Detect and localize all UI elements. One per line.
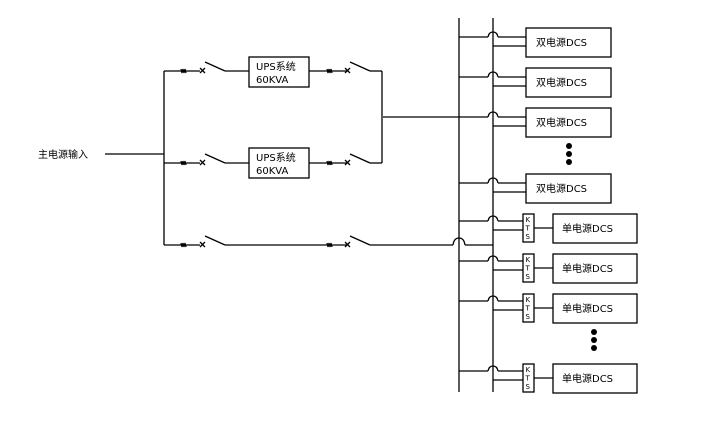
crossover-hop-icon bbox=[487, 111, 499, 118]
single-power-load: KTS 单电源DCS bbox=[459, 213, 638, 244]
crossover-hop-icon bbox=[487, 255, 499, 262]
dual-power-dcs-label: 双电源DCS bbox=[536, 36, 587, 49]
switch-blade-icon bbox=[204, 153, 226, 164]
breaker-contact-icon bbox=[344, 241, 351, 248]
crossover-hop-icon bbox=[487, 365, 499, 372]
fuse-icon bbox=[180, 242, 187, 248]
single-power-dcs-label: 单电源DCS bbox=[562, 302, 613, 315]
kts-letter: S bbox=[526, 273, 531, 281]
kts-letter: T bbox=[525, 265, 531, 273]
kts-letter: S bbox=[526, 313, 531, 321]
dual-power-load: 双电源DCS bbox=[459, 67, 612, 98]
fuse-icon bbox=[180, 160, 187, 166]
single-power-dcs-label: 单电源DCS bbox=[562, 222, 613, 235]
ups-label-line2: 60KVA bbox=[256, 75, 288, 86]
fuse-icon bbox=[326, 242, 333, 248]
switch-blade-icon bbox=[349, 61, 371, 72]
main-input-label: 主电源输入 bbox=[38, 148, 88, 161]
fuse-icon bbox=[326, 160, 333, 166]
dual-power-dcs-box bbox=[525, 173, 612, 204]
ellipsis-dot bbox=[591, 337, 597, 343]
breaker-contact-icon bbox=[199, 67, 206, 74]
kts-transfer-switch: KTS bbox=[522, 253, 535, 283]
kts-transfer-switch: KTS bbox=[522, 363, 535, 393]
load-group: 双电源DCS双电源DCS双电源DCS双电源DCSKTS单电源DCSKTS单电源D… bbox=[459, 27, 638, 394]
crossover-hop-icon bbox=[487, 31, 499, 38]
dual-power-load: 双电源DCS bbox=[459, 173, 612, 204]
kts-transfer-switch: KTS bbox=[522, 213, 535, 243]
single-power-load: KTS 单电源DCS bbox=[459, 253, 638, 284]
ups-branch-1: UPS系统 60KVA bbox=[164, 56, 382, 88]
kts-letter: T bbox=[525, 225, 531, 233]
single-power-dcs-box bbox=[552, 253, 638, 284]
ellipsis-dots bbox=[566, 143, 572, 165]
kts-transfer-switch: KTS bbox=[522, 293, 535, 323]
bypass-branch bbox=[164, 235, 493, 248]
ellipsis-dot bbox=[566, 151, 572, 157]
kts-letter: S bbox=[526, 383, 531, 391]
dual-power-load: 双电源DCS bbox=[459, 107, 612, 138]
fuse-icon bbox=[180, 68, 187, 74]
dual-power-dcs-box bbox=[525, 67, 612, 98]
ups-box-1 bbox=[248, 56, 310, 88]
kts-letter: K bbox=[526, 296, 531, 304]
ups-label-line1: UPS系统 bbox=[256, 151, 296, 164]
single-power-load: KTS 单电源DCS bbox=[459, 363, 638, 394]
ellipsis-dot bbox=[566, 143, 572, 149]
dual-power-dcs-box bbox=[525, 27, 612, 58]
single-power-dcs-box bbox=[552, 213, 638, 244]
single-power-dcs-label: 单电源DCS bbox=[562, 262, 613, 275]
single-power-load: KTS 单电源DCS bbox=[459, 293, 638, 324]
dual-power-dcs-label: 双电源DCS bbox=[536, 182, 587, 195]
breaker-contact-icon bbox=[199, 159, 206, 166]
dual-power-load: 双电源DCS bbox=[459, 27, 612, 58]
breaker-contact-icon bbox=[344, 67, 351, 74]
kts-letter: K bbox=[526, 216, 531, 224]
crossover-hop-icon bbox=[487, 295, 499, 302]
ups-label-line2: 60KVA bbox=[256, 166, 288, 177]
ellipsis-dot bbox=[591, 329, 597, 335]
switch-blade-icon bbox=[349, 235, 371, 246]
single-power-dcs-box bbox=[552, 293, 638, 324]
ellipsis-dot bbox=[591, 345, 597, 351]
kts-letter: K bbox=[526, 366, 531, 374]
crossover-hop-icon bbox=[487, 215, 499, 222]
switch-blade-icon bbox=[349, 153, 371, 164]
dual-power-dcs-label: 双电源DCS bbox=[536, 76, 587, 89]
dual-power-dcs-box bbox=[525, 107, 612, 138]
dual-power-dcs-label: 双电源DCS bbox=[536, 116, 587, 129]
single-power-dcs-box bbox=[552, 363, 638, 394]
kts-letter: T bbox=[525, 375, 531, 383]
ellipsis-dots bbox=[591, 329, 597, 351]
fuse-icon bbox=[326, 68, 333, 74]
ups-label-line1: UPS系统 bbox=[256, 60, 296, 73]
breaker-contact-icon bbox=[344, 159, 351, 166]
ups-box-2 bbox=[248, 147, 310, 179]
switch-blade-icon bbox=[204, 61, 226, 72]
kts-letter: K bbox=[526, 256, 531, 264]
crossover-hop-icon bbox=[487, 71, 499, 78]
single-power-dcs-label: 单电源DCS bbox=[562, 372, 613, 385]
crossover-hop-icon bbox=[487, 177, 499, 184]
kts-letter: S bbox=[526, 233, 531, 241]
switch-blade-icon bbox=[204, 235, 226, 246]
kts-letter: T bbox=[525, 305, 531, 313]
ellipsis-dot bbox=[566, 159, 572, 165]
breaker-contact-icon bbox=[199, 241, 206, 248]
ups-branch-2: UPS系统 60KVA bbox=[164, 147, 382, 179]
